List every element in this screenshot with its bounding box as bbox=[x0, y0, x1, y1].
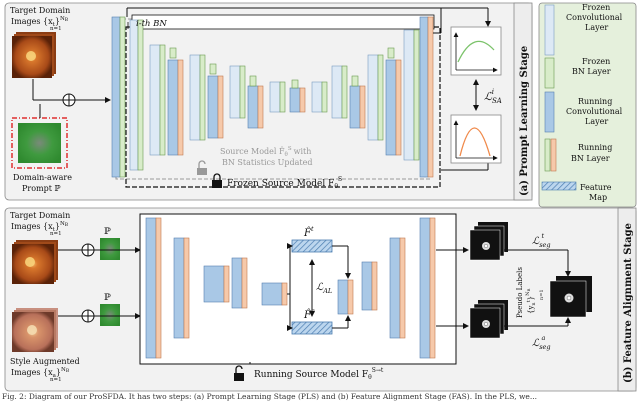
legend-running-bn-green bbox=[544, 138, 551, 172]
top-encoder bbox=[111, 16, 286, 178]
legend-feature-map-l1: Feature bbox=[580, 183, 612, 192]
bottom-input1-l2: Images {xt}NB bbox=[11, 221, 69, 233]
top-input-label-l1: Target Domain bbox=[10, 6, 70, 15]
legend-frozen-bn-l1: Frozen bbox=[582, 57, 610, 66]
legend-running-bn-l1: Running bbox=[578, 143, 612, 152]
legend-running-conv-l2: Convolutional bbox=[566, 107, 623, 116]
loss-seg-t-label: ℒsegt bbox=[532, 232, 551, 249]
legend-running-conv-l1: Running bbox=[578, 97, 612, 106]
feature-t-label: F̂t bbox=[303, 225, 314, 239]
top-input-range: n=1 bbox=[50, 26, 62, 32]
legend-panel bbox=[538, 2, 637, 208]
stage-b-label: (b) Feature Alignment Stage bbox=[623, 223, 634, 383]
legend-frozen-conv-swatch bbox=[544, 4, 555, 56]
ith-bn-box bbox=[131, 14, 435, 30]
bottom-decoder bbox=[337, 217, 436, 359]
feature-map-t bbox=[291, 239, 333, 253]
prompt-label-l2: Prompt ℙ bbox=[22, 184, 61, 193]
legend-frozen-conv-l3: Layer bbox=[585, 23, 608, 32]
top-bn-tabs bbox=[169, 47, 395, 89]
bottom-input2-l1: Style Augmented bbox=[10, 357, 80, 366]
prompt-label-l1: Domain-aware bbox=[13, 173, 72, 182]
pseudo-labels-range: n=1 bbox=[539, 289, 545, 300]
legend-running-conv-l3: Layer bbox=[585, 117, 608, 126]
prompt-symbol-2: ℙ bbox=[104, 293, 111, 303]
legend-feature-map-l2: Map bbox=[589, 193, 607, 202]
legend-running-bn-l2: BN Layer bbox=[571, 154, 610, 163]
ith-bn-label: i-th BN bbox=[136, 19, 167, 29]
running-unlocked-padlock-icon bbox=[234, 365, 244, 381]
bottom-encoder bbox=[145, 217, 288, 359]
legend-frozen-conv-l2: Convolutional bbox=[566, 13, 623, 22]
bottom-input2-l2: Images {xa}NB bbox=[11, 367, 70, 379]
bottom-input1-l1: Target Domain bbox=[10, 211, 70, 220]
legend-frozen-conv-l1: Frozen bbox=[582, 3, 610, 12]
stage-label-box-b bbox=[617, 207, 637, 392]
frozen-model-label: Frozen Source Model FθS bbox=[227, 176, 342, 190]
legend-running-conv-swatch bbox=[544, 91, 555, 133]
running-stats-plot bbox=[450, 114, 502, 164]
bottom-input1-range: n=1 bbox=[50, 231, 62, 237]
frozen-stats-plot bbox=[450, 26, 502, 76]
bottom-prompt-image-2 bbox=[100, 304, 120, 326]
prompt-symbol-1: ℙ bbox=[104, 227, 111, 237]
loss-al-label: ℒAL bbox=[316, 282, 332, 295]
bottom-input2-range: n=1 bbox=[50, 377, 62, 383]
top-decoder bbox=[331, 16, 434, 178]
pseudo-labels-label: Pseudo Labels bbox=[516, 267, 524, 318]
loss-sa-label: ℒSAi bbox=[484, 88, 502, 105]
legend-frozen-bn-l2: BN Layer bbox=[572, 67, 611, 76]
locked-padlock-icon bbox=[212, 173, 222, 188]
segmentation-output-t bbox=[469, 229, 501, 261]
bn-updated-label-l2: BN Statistics Updated bbox=[222, 158, 313, 167]
figure-caption: Fig. 2: Diagram of our ProSFDA. It has t… bbox=[2, 392, 537, 401]
prompt-image bbox=[18, 123, 61, 163]
bottom-prompt-image-1 bbox=[100, 238, 120, 260]
legend-feature-map-swatch bbox=[541, 181, 577, 191]
unlocked-padlock-icon bbox=[197, 160, 207, 175]
legend-running-bn-swatch bbox=[550, 138, 557, 172]
loss-seg-a-label: ℒsega bbox=[532, 334, 551, 351]
stage-a-label: (a) Prompt Learning Stage bbox=[519, 46, 530, 196]
pseudo-labels-set: {ynt}NB bbox=[525, 288, 537, 314]
legend-frozen-bn-swatch bbox=[544, 57, 555, 89]
running-model-label: Running Source Model FθS→t bbox=[254, 367, 384, 381]
feature-map-a bbox=[291, 321, 333, 335]
stage-label-box-a bbox=[513, 2, 533, 201]
top-input-label-l2: Images {xt}NB bbox=[11, 16, 69, 28]
